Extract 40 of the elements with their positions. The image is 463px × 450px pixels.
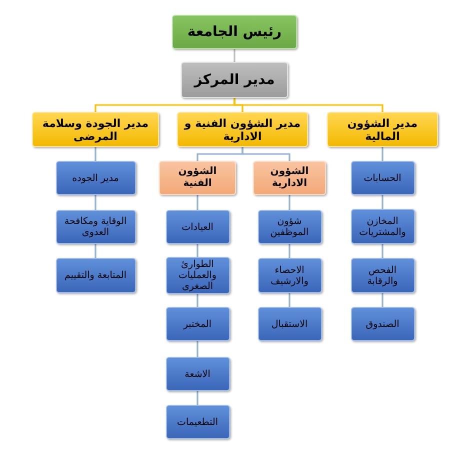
position-box: رئيس الجامعة — [172, 15, 297, 49]
position-box: مدير الشؤون الفنية و الادارية — [177, 112, 308, 147]
position-box: مدير المركز — [181, 62, 288, 98]
unit-box: المخازن والمشتريات — [350, 209, 414, 244]
position-box: مدير الجودة وسلامة المرضى — [32, 112, 159, 147]
connector-line — [196, 195, 198, 210]
connector-line — [382, 293, 384, 307]
connector-line — [288, 244, 290, 258]
connector-line — [288, 195, 290, 210]
connector-line — [94, 98, 236, 112]
unit-box: التطعيمات — [166, 405, 230, 439]
connector-line — [94, 147, 96, 161]
connector-line — [382, 244, 384, 258]
connector-line — [94, 244, 96, 258]
connector-line — [196, 147, 244, 161]
unit-box: الطوارئ والعمليات الصغرى — [166, 257, 230, 294]
unit-box: الاحصاء والارشيف — [258, 258, 322, 293]
connector-line — [196, 391, 198, 405]
connector-line — [234, 49, 236, 62]
unit-box: المختبر — [166, 307, 230, 341]
unit-box: الاستقبال — [258, 307, 322, 341]
department-box: الشؤون الادارية — [253, 161, 326, 195]
connector-line — [94, 195, 96, 210]
unit-box: شؤون الموظفين — [258, 210, 322, 244]
connector-line — [288, 293, 290, 307]
unit-box: الصندوق — [350, 307, 414, 341]
unit-box: مدير الجوده — [56, 161, 136, 195]
department-box: الشؤون الفنية — [159, 161, 236, 195]
unit-box: الفحص والرقابة — [350, 258, 414, 293]
unit-box: العيادات — [166, 210, 230, 244]
connector-line — [196, 341, 198, 357]
connector-line — [382, 147, 384, 161]
unit-box: الحسابات — [350, 161, 414, 195]
connector-line — [196, 244, 198, 257]
position-box: مدير الشؤون المالية — [327, 112, 438, 147]
connector-line — [196, 294, 198, 307]
unit-box: المتابعة والتقييم — [56, 258, 136, 293]
unit-box: الاشعة — [166, 357, 230, 391]
connector-line — [382, 195, 384, 209]
unit-box: الوقاية ومكافحة العدوى — [56, 210, 136, 244]
